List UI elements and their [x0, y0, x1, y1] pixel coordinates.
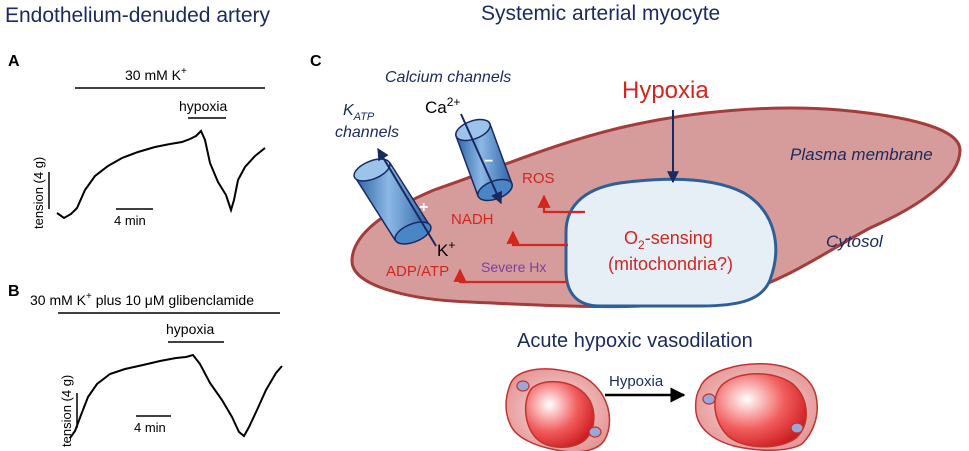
panel-a-time-label: 4 min	[114, 213, 146, 228]
katp-channel: +	[353, 147, 437, 247]
hypoxia-title: Hypoxia	[622, 77, 709, 104]
potassium-ion-label: K+	[437, 238, 455, 260]
nadh-label: NADH	[451, 211, 494, 228]
nadh-arrow	[506, 230, 568, 247]
panel-a-y-label: tension (4 g)	[31, 157, 46, 229]
mitochondrion	[564, 177, 778, 308]
panel-a-bar-label: 30 mM K+	[125, 66, 187, 83]
katp-channels-label: channels	[335, 124, 399, 141]
panel-a-tension-trace	[56, 129, 266, 220]
adp-atp-label: ADP/ATP	[386, 263, 449, 280]
calcium-channel: −	[455, 113, 513, 205]
vasodilation-title: Acute hypoxic vasodilation	[517, 330, 753, 352]
panel-a-letter: A	[8, 53, 20, 70]
contracted-myocyte	[505, 368, 611, 451]
calcium-ion-label: Ca2+	[425, 95, 460, 117]
left-title: Endothelium-denuded artery	[5, 4, 271, 27]
cytosol-label: Cytosol	[826, 232, 884, 251]
panel-b-hypoxia-label: hypoxia	[166, 321, 214, 337]
plasma-membrane-label: Plasma membrane	[790, 145, 933, 164]
adp-atp-arrow	[453, 268, 568, 284]
vasodilation-arrow-label: Hypoxia	[609, 373, 664, 390]
panel-a-hypoxia-label: hypoxia	[179, 98, 227, 114]
katp-plus-sign: +	[419, 199, 428, 216]
severe-hx-label: Severe Hx	[481, 259, 546, 275]
katp-label: KATP	[343, 102, 375, 123]
ros-label: ROS	[522, 170, 555, 187]
calcium-minus-sign: −	[484, 153, 493, 170]
mitochondria-label: (mitochondria?)	[608, 254, 733, 274]
relaxed-myocyte	[694, 363, 818, 451]
ros-arrow	[537, 194, 585, 214]
panel-b-letter: B	[8, 283, 20, 300]
o2-sensing-label: O2-sensing	[624, 228, 713, 252]
right-title: Systemic arterial myocyte	[481, 2, 720, 25]
panel-b-y-label: tension (4 g)	[59, 375, 74, 447]
calcium-channels-label: Calcium channels	[385, 69, 511, 86]
panel-c-letter: C	[310, 53, 322, 70]
panel-b-time-label: 4 min	[134, 420, 166, 435]
panel-b-bar-label: 30 mM K+ plus 10 μM glibenclamide	[30, 291, 254, 308]
panel-b-tension-trace	[69, 353, 283, 439]
